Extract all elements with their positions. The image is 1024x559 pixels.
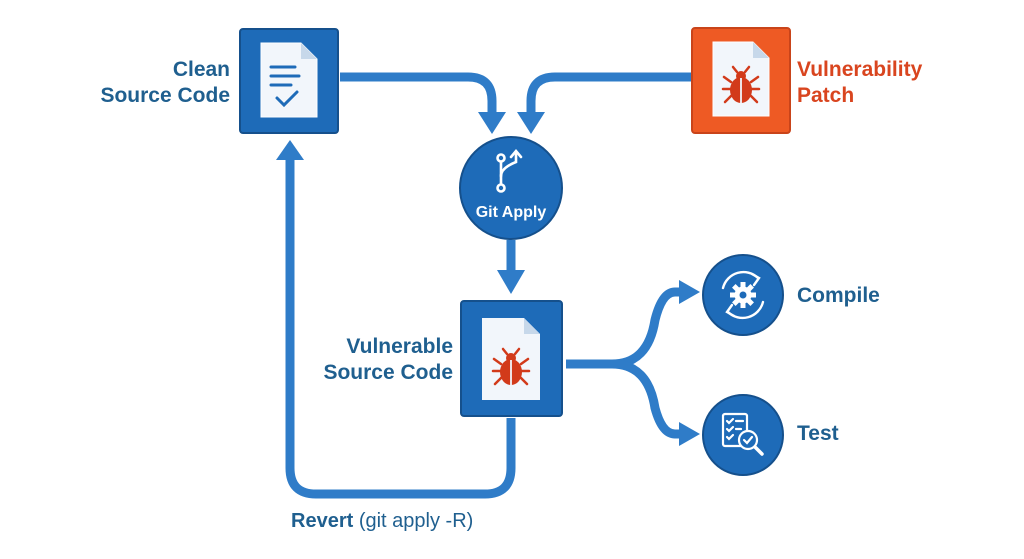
revert-label-command: (git apply -R): [353, 510, 474, 532]
arrowhead-compile: [679, 280, 700, 304]
gear-icon: [730, 282, 756, 308]
clean-source-label: Clean Source Code: [60, 57, 230, 109]
clean-source-label-line2: Source Code: [100, 84, 230, 107]
vulnerability-patch-label-line2: Patch: [797, 84, 855, 107]
arrow-patch-to-git-apply: [526, 72, 692, 113]
git-branch-icon: [496, 148, 523, 193]
arrow-clean-to-git-apply: [340, 72, 497, 113]
arrow-branch-to-test: [611, 359, 681, 439]
revert-label-bold: Revert: [291, 510, 354, 532]
vulnerability-patch-label-line1: Vulnerability: [797, 58, 923, 81]
vulnerability-patch-label: Vulnerability Patch: [797, 57, 997, 109]
gear-refresh-icon: [721, 270, 765, 320]
clean-source-label-line1: Clean: [172, 58, 230, 81]
vulnerability-patch-node: [691, 27, 791, 134]
connectors: [285, 72, 692, 499]
arrowhead-patch-git: [517, 112, 545, 134]
git-apply-label: Git Apply: [476, 204, 547, 221]
arrowhead-git-vulnerable: [497, 270, 525, 294]
arrowhead-revert-clean: [276, 140, 304, 160]
checklist-magnifier-icon: [721, 412, 764, 456]
compile-label: Compile: [797, 284, 880, 307]
git-apply-node: Git Apply: [459, 136, 563, 240]
bug-icon: [721, 65, 761, 104]
document-check-icon: [269, 65, 301, 108]
arrow-branch-to-compile: [611, 287, 681, 369]
clean-source-node: [239, 28, 339, 134]
compile-node: [702, 254, 784, 336]
revert-label: Revert (git apply -R): [291, 510, 473, 533]
vulnerable-source-label-line1: Vulnerable: [346, 335, 453, 358]
arrowhead-test: [679, 422, 700, 446]
arrow-revert-loop: [285, 160, 516, 499]
test-node: [702, 394, 784, 476]
vulnerable-source-label: Vulnerable Source Code: [270, 334, 453, 386]
arrowhead-clean-git: [478, 112, 506, 134]
vulnerable-source-label-line2: Source Code: [323, 361, 453, 384]
vulnerable-source-node: [460, 300, 563, 417]
test-label: Test: [797, 422, 839, 445]
bug-icon: [491, 347, 531, 386]
arrow-heads: [276, 112, 700, 446]
